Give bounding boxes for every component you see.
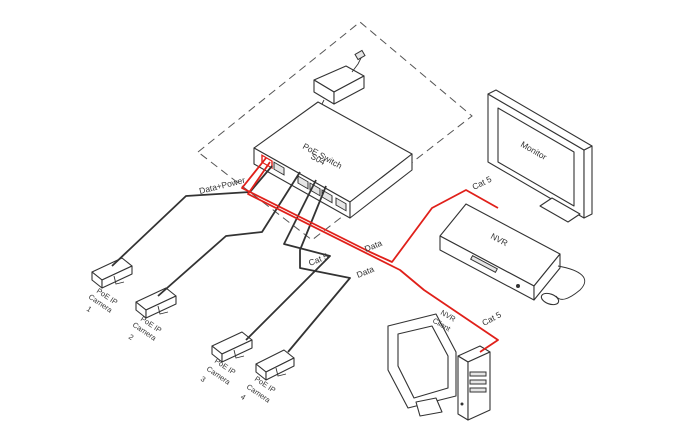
- data-cable-client: [247, 161, 499, 353]
- switch-zone-outline: [197, 21, 473, 241]
- cat5-client-label: Cat 5: [480, 309, 503, 327]
- camera-4: PoE IP Camera 4: [239, 349, 295, 405]
- poe-cable-camera-1: [111, 165, 273, 267]
- nvr: NVR: [439, 203, 561, 301]
- camera-4-number: 4: [239, 392, 247, 402]
- cat5-cameras-label: Cat 5: [307, 251, 330, 268]
- monitor: Monitor: [487, 89, 593, 223]
- mouse: [540, 265, 586, 306]
- camera-2: PoE IP Camera 2: [127, 287, 177, 343]
- cat5-nvr-label: Cat 5: [470, 174, 493, 192]
- data-client-label: Data: [355, 264, 376, 280]
- poe-cable-camera-2: [157, 171, 301, 297]
- nvr-client-pc: NVR Client: [387, 308, 491, 421]
- poe-cables: [111, 165, 351, 353]
- data-nvr-label: Data: [363, 238, 384, 254]
- camera-1-number: 1: [85, 304, 93, 314]
- poe-switch: PoE Switch S04: [253, 101, 413, 219]
- data-cable-nvr: [241, 157, 499, 263]
- poe-cable-camera-4: [287, 185, 351, 353]
- camera-2-number: 2: [127, 332, 135, 342]
- pc-tower: [457, 345, 491, 421]
- camera-3: PoE IP Camera 3: [199, 331, 253, 387]
- poe-cable-camera-3: [245, 179, 331, 341]
- camera-3-number: 3: [199, 374, 207, 384]
- camera-1: PoE IP Camera 1: [85, 257, 133, 315]
- data-cables: [241, 157, 499, 353]
